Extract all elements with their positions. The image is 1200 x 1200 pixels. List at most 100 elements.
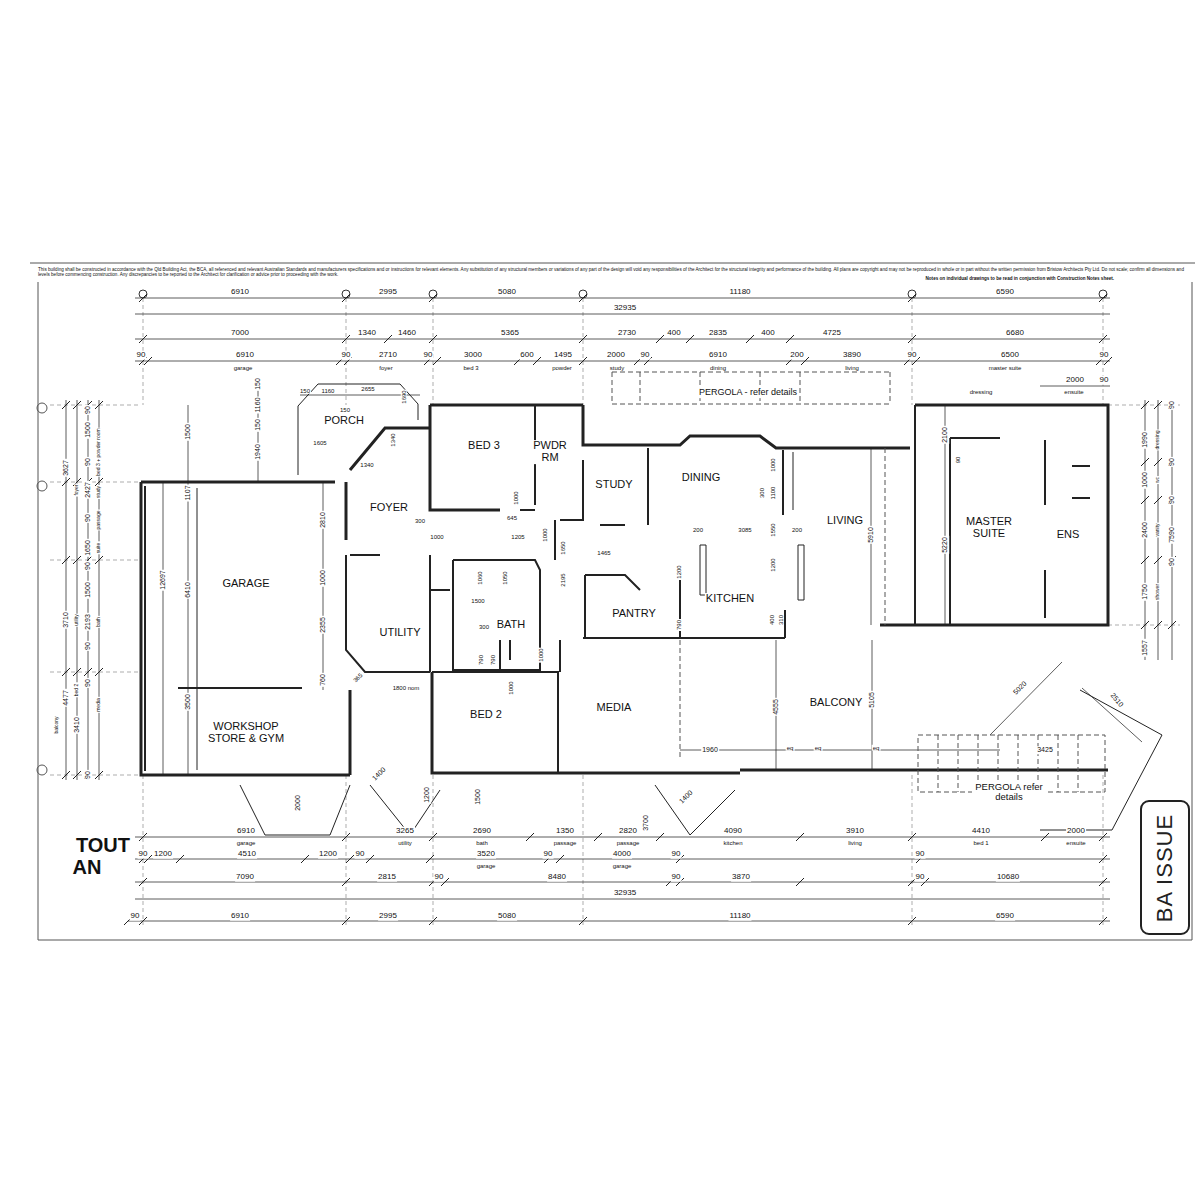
dimension-caption: 1050 bbox=[502, 570, 508, 585]
fixture-line bbox=[370, 785, 440, 835]
dimension-tick bbox=[796, 833, 804, 841]
dimension-text: 11180 bbox=[728, 288, 751, 297]
dimension-text: 90 bbox=[1099, 376, 1110, 385]
dimension-text: 1200 bbox=[318, 850, 338, 859]
dimension-line bbox=[135, 899, 1110, 900]
extension-line bbox=[50, 560, 141, 561]
dimension-text: 5220 bbox=[941, 536, 949, 554]
dimension-text: 3410 bbox=[73, 716, 81, 734]
outer-wall bbox=[430, 404, 583, 407]
inner-wall bbox=[647, 448, 649, 525]
dimension-text: 3710 bbox=[62, 611, 70, 629]
dimension-text: 6410 bbox=[184, 581, 192, 599]
sheet-frame bbox=[37, 481, 47, 491]
dimension-tick bbox=[62, 478, 70, 486]
dimension-line bbox=[990, 662, 1062, 735]
grid-marker bbox=[139, 290, 1107, 298]
fixture-line bbox=[798, 545, 804, 600]
dimension-tick bbox=[84, 771, 92, 779]
grid-marker bbox=[1099, 290, 1107, 298]
dimension-text: 2835 bbox=[708, 329, 728, 338]
dimension-caption: foyer bbox=[378, 365, 393, 371]
dimension-text: 90 bbox=[84, 641, 92, 651]
dimension-text: 90 bbox=[1168, 495, 1176, 505]
dimension-text: 2000 bbox=[606, 351, 626, 360]
grid-marker bbox=[908, 290, 916, 298]
dimension-text: 90 bbox=[1099, 351, 1110, 360]
dimension-text: 6910 bbox=[235, 351, 255, 360]
dimension-text: 6590 bbox=[995, 288, 1015, 297]
dimension-text: 90 bbox=[640, 351, 651, 360]
dimension-text: 1650 bbox=[84, 539, 92, 557]
dimension-tick bbox=[1154, 401, 1162, 409]
dimension-text: 3520 bbox=[476, 850, 496, 859]
dimension-tick bbox=[139, 878, 147, 886]
dimension-tick bbox=[433, 357, 441, 365]
dimension-tick bbox=[796, 878, 804, 886]
fixture-line bbox=[197, 488, 198, 770]
dimension-tick bbox=[73, 771, 81, 779]
dimension-caption: 150 bbox=[339, 407, 351, 413]
dimension-text: 3627 bbox=[62, 459, 70, 477]
dimension-text: 90 bbox=[915, 873, 926, 882]
dimension-text: 1990 bbox=[1141, 431, 1149, 449]
dimension-text: 5910 bbox=[867, 526, 875, 544]
dimension-text: 1500 bbox=[474, 788, 482, 806]
dimension-caption: vanity bbox=[1155, 522, 1160, 537]
dimension-caption: 90 bbox=[955, 456, 961, 465]
inner-wall bbox=[559, 640, 561, 672]
outer-wall bbox=[141, 405, 1108, 775]
dimension-text: 6500 bbox=[1000, 351, 1020, 360]
dimension-text: 1107 bbox=[184, 484, 192, 501]
dimension-tick bbox=[1141, 401, 1149, 409]
dimension-caption: 300 bbox=[414, 518, 426, 524]
dimension-caption: utility bbox=[397, 840, 413, 846]
dimension-caption: 1650 bbox=[560, 540, 566, 555]
dimension-caption: 200 bbox=[692, 527, 704, 533]
dimension-caption: wc bbox=[1155, 476, 1160, 484]
extension-line bbox=[50, 405, 141, 406]
extension-line bbox=[583, 775, 584, 925]
outer-wall bbox=[350, 428, 430, 470]
inner-wall bbox=[432, 672, 558, 773]
sheet-frame bbox=[37, 403, 47, 413]
pergola-outline bbox=[1058, 735, 1059, 792]
dimension-tick bbox=[1099, 917, 1107, 925]
dimension-caption: 200 bbox=[791, 527, 803, 533]
dimension-caption: 1200 bbox=[770, 557, 776, 572]
fixture-line bbox=[240, 785, 350, 835]
fixture-line bbox=[793, 452, 794, 510]
dimension-text: 5365 bbox=[500, 329, 520, 338]
inner-wall bbox=[950, 437, 1000, 439]
dimension-text: 3910 bbox=[845, 827, 865, 836]
inner-wall bbox=[346, 555, 430, 672]
dimension-caption: 790 bbox=[490, 654, 496, 666]
dimension-text: 90 bbox=[84, 770, 92, 780]
dimension-tick bbox=[656, 833, 664, 841]
dimension-text: 600 bbox=[519, 351, 534, 360]
pergola-outline bbox=[800, 372, 801, 404]
dimension-caption: 1000 bbox=[429, 534, 444, 540]
dimension-text: 90 bbox=[84, 405, 92, 415]
dimension-text: 760 bbox=[319, 673, 327, 687]
dimension-tick bbox=[429, 833, 437, 841]
dimension-caption: master suite bbox=[988, 365, 1023, 371]
pergola-outline bbox=[938, 735, 939, 792]
fixture-line bbox=[197, 384, 1162, 835]
pergola-outline bbox=[640, 372, 641, 404]
sheet-frame bbox=[30, 263, 1195, 940]
dimension-line bbox=[1040, 386, 1110, 387]
dimension-tick bbox=[62, 556, 70, 564]
dimension-tick bbox=[426, 855, 434, 863]
dimension-tick bbox=[656, 335, 664, 343]
dimension-text: 5080 bbox=[497, 912, 517, 921]
dimension-caption: 1100 bbox=[770, 486, 776, 501]
dimension-text: 90 bbox=[84, 678, 92, 688]
pergola-outline bbox=[1078, 735, 1079, 792]
dimension-text: 90 bbox=[84, 457, 92, 467]
dimension-text: 2995 bbox=[378, 288, 398, 297]
dimension-text: 90 bbox=[907, 351, 918, 360]
dimension-text: 4510 bbox=[237, 850, 257, 859]
pergola-outline bbox=[612, 372, 613, 404]
dimension-tick bbox=[1168, 401, 1176, 409]
